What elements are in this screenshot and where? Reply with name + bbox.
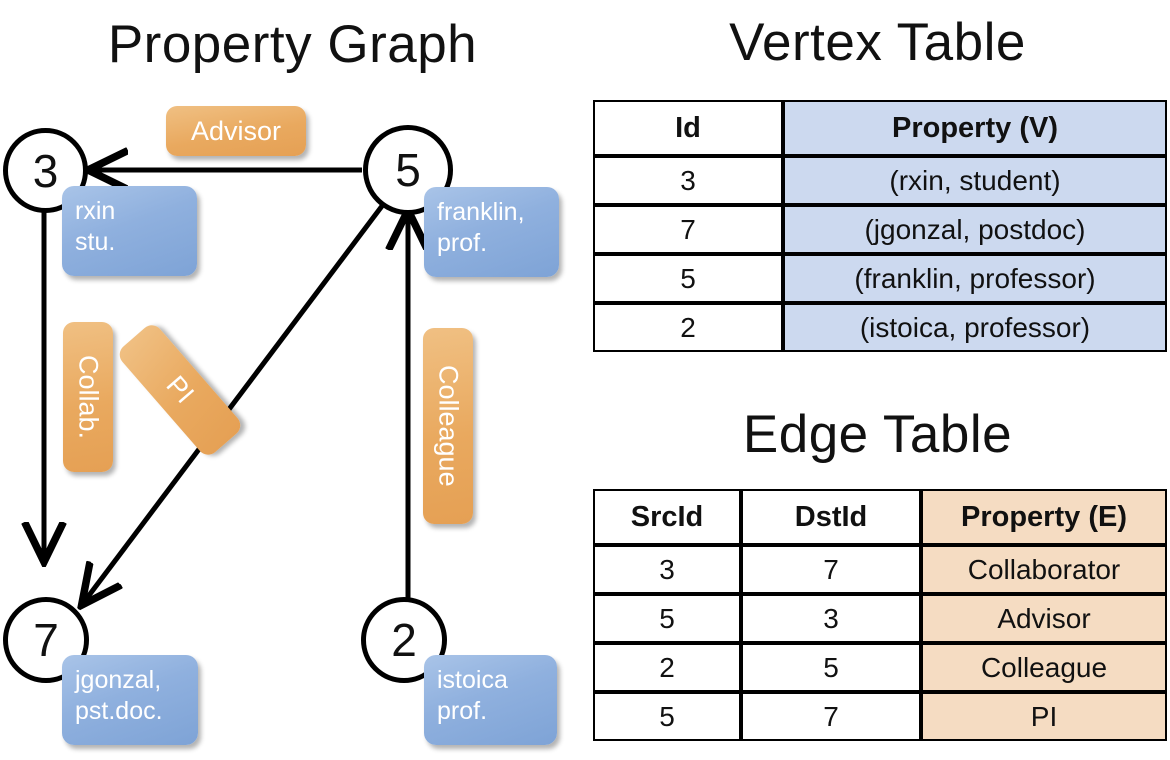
vertex-table: Id Property (V) 3 (rxin, student) 7 (jgo…: [593, 100, 1167, 352]
graph-edges-svg: [0, 80, 585, 760]
edge-cell-srcid: 2: [593, 643, 741, 692]
node-property-box-rxin[interactable]: rxin stu.: [62, 186, 197, 276]
node-property-box-istoica[interactable]: istoica prof.: [424, 655, 557, 745]
vertex-cell-property: (rxin, student): [783, 156, 1167, 205]
graph-node-2-label: 2: [391, 614, 417, 666]
graph-node-5-label: 5: [395, 144, 421, 196]
vertex-cell-property: (franklin, professor): [783, 254, 1167, 303]
node-property-franklin-line2: prof.: [437, 228, 488, 257]
table-row: 7 (jgonzal, postdoc): [593, 205, 1167, 254]
node-property-jgonzal-line2: pst.doc.: [75, 696, 163, 725]
table-row: 5 3 Advisor: [593, 594, 1167, 643]
graph-node-7-label: 7: [33, 614, 59, 666]
edge-cell-srcid: 5: [593, 692, 741, 741]
edge-cell-property: Collaborator: [921, 545, 1167, 594]
table-row: 2 (istoica, professor): [593, 303, 1167, 352]
edge-cell-dstid: 5: [741, 643, 921, 692]
vertex-cell-id: 7: [593, 205, 783, 254]
graph-node-3[interactable]: 3: [3, 128, 88, 213]
table-row: 3 (rxin, student): [593, 156, 1167, 205]
property-graph-diagram: 3 5 7 2 rxin stu. franklin, prof. jgonza…: [0, 80, 585, 760]
vertex-cell-property: (jgonzal, postdoc): [783, 205, 1167, 254]
edge-table-header-dstid: DstId: [741, 489, 921, 545]
edge-label-collab[interactable]: Collab.: [63, 322, 113, 472]
page-title-edge-table: Edge Table: [742, 405, 1013, 464]
vertex-table-header-property: Property (V): [783, 100, 1167, 156]
vertex-cell-property: (istoica, professor): [783, 303, 1167, 352]
edge-cell-srcid: 3: [593, 545, 741, 594]
edge-cell-property: Advisor: [921, 594, 1167, 643]
vertex-table-header-id: Id: [593, 100, 783, 156]
edge-cell-property: Colleague: [921, 643, 1167, 692]
edge-table-header-srcid: SrcId: [593, 489, 741, 545]
edge-cell-dstid: 7: [741, 692, 921, 741]
vertex-cell-id: 3: [593, 156, 783, 205]
node-property-jgonzal-line1: jgonzal,: [75, 666, 162, 694]
node-property-franklin-line1: franklin,: [437, 198, 525, 226]
table-row: 3 7 Collaborator: [593, 545, 1167, 594]
edge-table-header-row: SrcId DstId Property (E): [593, 489, 1167, 545]
page-title-vertex-table: Vertex Table: [729, 13, 1026, 72]
edge-cell-dstid: 3: [741, 594, 921, 643]
edge-cell-property: PI: [921, 692, 1167, 741]
edge-table: SrcId DstId Property (E) 3 7 Collaborato…: [593, 489, 1167, 741]
edge-cell-dstid: 7: [741, 545, 921, 594]
edge-table-header-property: Property (E): [921, 489, 1167, 545]
table-row: 2 5 Colleague: [593, 643, 1167, 692]
vertex-cell-id: 5: [593, 254, 783, 303]
vertex-table-header-row: Id Property (V): [593, 100, 1167, 156]
vertex-cell-id: 2: [593, 303, 783, 352]
table-row: 5 (franklin, professor): [593, 254, 1167, 303]
node-property-box-franklin[interactable]: franklin, prof.: [424, 187, 559, 277]
graph-node-3-label: 3: [32, 144, 59, 197]
node-property-rxin-line1: rxin: [75, 197, 116, 225]
node-property-rxin-line2: stu.: [75, 227, 116, 256]
edge-5-to-7: [84, 204, 384, 602]
node-property-istoica-line1: istoica: [437, 666, 508, 694]
edge-label-advisor[interactable]: Advisor: [166, 106, 306, 156]
edge-label-colleague[interactable]: Colleague: [423, 328, 473, 524]
edge-cell-srcid: 5: [593, 594, 741, 643]
node-property-box-jgonzal[interactable]: jgonzal, pst.doc.: [62, 655, 198, 745]
table-row: 5 7 PI: [593, 692, 1167, 741]
node-property-istoica-line2: prof.: [437, 696, 488, 725]
page-title-property-graph: Property Graph: [107, 15, 478, 74]
graph-node-5[interactable]: 5: [363, 125, 453, 215]
